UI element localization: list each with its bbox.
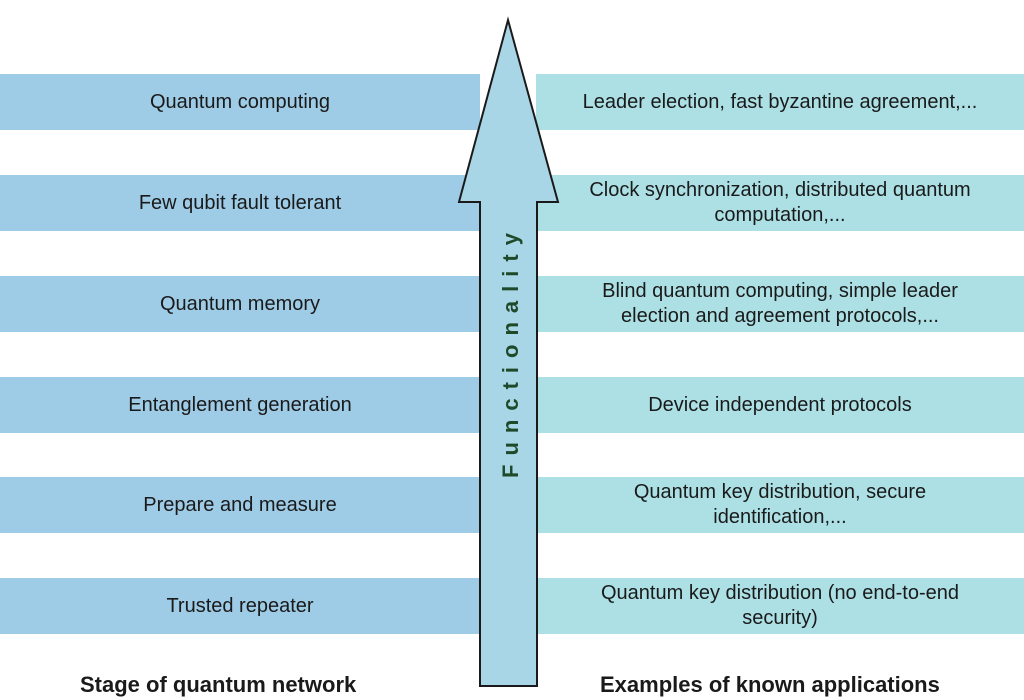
application-label: Quantum key distribution, secure identif… [633,481,927,528]
stage-label: Entanglement generation [128,393,352,416]
application-band-trusted-repeater: Quantum key distribution (no end-to-end … [536,578,1024,634]
application-band-quantum-computing: Leader election, fast byzantine agreemen… [536,74,1024,130]
stage-label: Few qubit fault tolerant [138,191,342,214]
stage-label: Trusted repeater [166,594,314,617]
functionality-label: Functionality [498,224,523,478]
stage-band-few-qubit-fault-tolerant: Few qubit fault tolerant [0,175,480,231]
stage-label: Quantum computing [149,90,331,113]
application-label: Leader election, fast byzantine agreemen… [582,90,978,113]
application-label: Device independent protocols [648,393,912,416]
footer-right-caption: Examples of known applications [600,672,940,697]
stage-label: Prepare and measure [143,493,337,516]
footer-left-caption: Stage of quantum network [80,672,357,697]
stage-band-trusted-repeater: Trusted repeater [0,578,480,634]
application-label: Blind quantum computing, simple leader e… [602,280,958,327]
application-band-few-qubit-fault-tolerant: Clock synchronization, distributed quant… [536,175,1024,231]
stage-band-entanglement-generation: Entanglement generation [0,377,480,433]
application-band-quantum-memory: Blind quantum computing, simple leader e… [536,276,1024,332]
stage-band-quantum-computing: Quantum computing [0,74,480,130]
application-label: Quantum key distribution (no end-to-end … [601,582,959,629]
application-band-prepare-and-measure: Quantum key distribution, secure identif… [536,477,1024,533]
application-band-entanglement-generation: Device independent protocols [536,377,1024,433]
stage-band-prepare-and-measure: Prepare and measure [0,477,480,533]
stage-band-quantum-memory: Quantum memory [0,276,480,332]
application-label: Clock synchronization, distributed quant… [589,179,971,226]
stage-label: Quantum memory [159,292,321,315]
